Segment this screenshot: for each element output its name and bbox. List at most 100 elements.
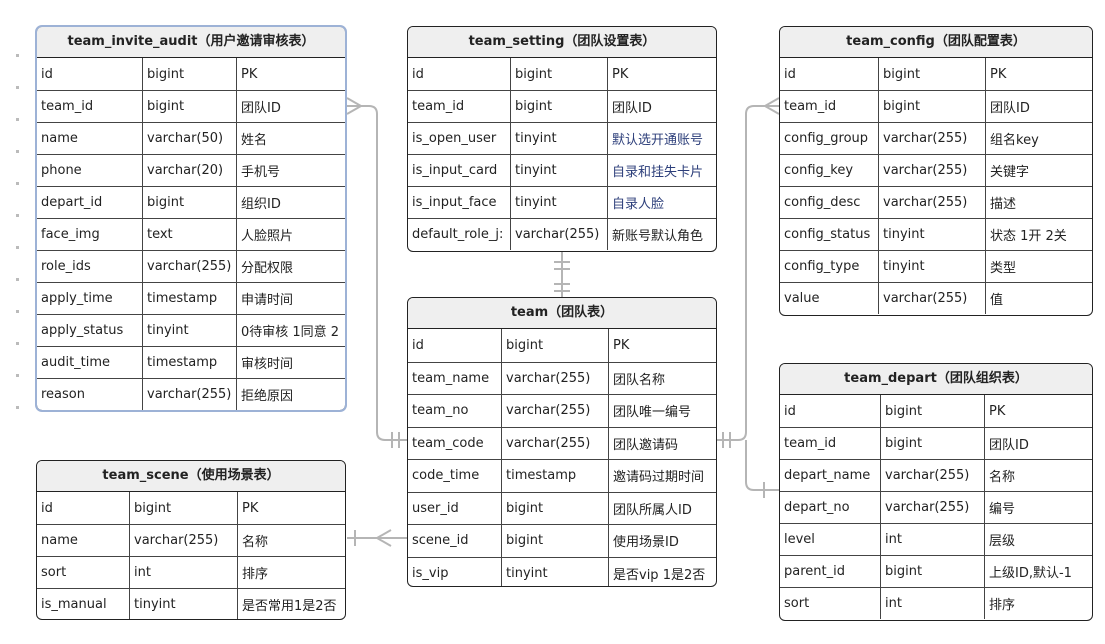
column-type: varchar(255) [878,123,985,154]
column-comment: 组名key [985,123,1092,154]
column-type: varchar(255) [878,283,985,314]
column-name: is_input_face [412,195,497,210]
column-type: bigint [142,58,236,90]
column-name: reason [41,387,85,402]
column-comment: PK [984,395,1092,427]
table-title: team_scene（使用场景表） [37,461,345,492]
column-type: int [880,588,984,619]
column-type: bigint [142,187,236,218]
column-type: tinyint [878,219,985,250]
margin-dots [16,54,19,438]
column-name: is_vip [412,565,449,581]
column-comment: 组织ID [236,187,345,218]
column-name: user_id [412,500,459,516]
table-title: team（团队表） [408,298,716,329]
column-comment: 是否常用1是2否 [237,589,345,619]
column-name: config_status [784,227,871,242]
column-type: bigint [142,91,236,122]
column-name: face_img [41,227,100,242]
column-type: bigint [878,91,985,122]
column-comment: PK [608,329,716,362]
column-comment: 名称 [237,525,345,556]
column-name: id [784,66,796,82]
column-name: is_input_card [412,163,498,178]
table-title: team_config（团队配置表） [780,27,1092,58]
column-type: text [142,219,236,250]
column-name: role_ids [41,259,91,274]
column-type: tinyint [510,155,607,186]
column-type: tinyint [510,187,607,218]
column-name: id [41,66,53,82]
column-name: apply_time [41,291,113,306]
column-type: varchar(255) [129,525,237,556]
column-name: team_id [784,436,837,451]
column-comment: 排序 [984,588,1092,619]
column-comment: 0待审核 1同意 2 [236,315,345,346]
column-type: tinyint [878,251,985,282]
connector-team-invite-audit [347,105,407,441]
column-comment: 邀请码过期时间 [608,460,716,492]
column-type: varchar(255) [878,155,985,186]
column-name: audit_time [41,355,111,370]
connector-team-config [717,105,779,441]
column-name: apply_status [41,323,124,338]
table-row[interactable]: default_role_j:varchar(255)新账号默认角色 [408,218,716,250]
column-comment: PK [236,58,345,90]
column-name: default_role_j: [412,227,504,242]
column-name: id [41,500,53,516]
column-name: sort [784,596,810,611]
column-comment: 层级 [984,524,1092,555]
column-comment: 是否vip 1是2否 [608,557,716,586]
